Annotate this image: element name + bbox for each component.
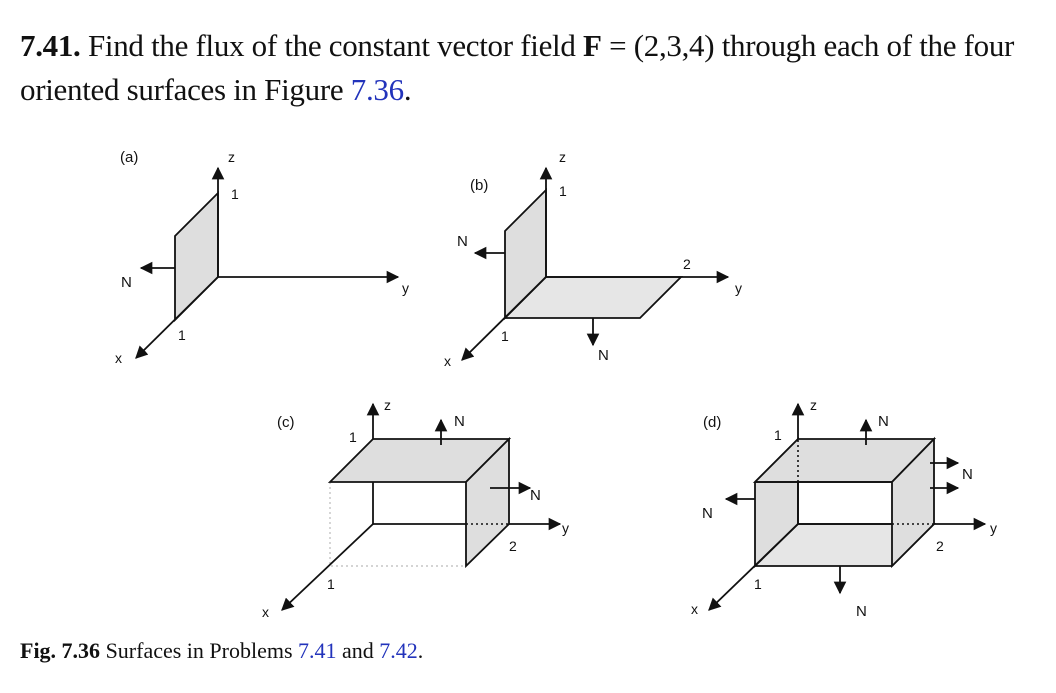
caption-label: Fig. 7.36 (20, 638, 101, 663)
panel-b-x-label: x (444, 353, 451, 369)
panel-d-normal-label-left: N (702, 505, 713, 522)
panel-c-normal-label-1: N (454, 413, 465, 430)
panel-a-x-label: x (115, 350, 122, 366)
panel-b-y-label: y (735, 280, 742, 296)
panel-b-tick-x: 1 (501, 328, 509, 344)
problem-statement: 7.41. Find the flux of the constant vect… (20, 28, 1015, 107)
panel-a-normal-label: N (121, 274, 132, 291)
panel-b-z-label: z (559, 149, 566, 165)
panel-b-tick-y: 2 (683, 256, 691, 272)
panel-c: (c) z y x 1 1 2 N N (262, 397, 569, 620)
panel-d: (d) z y x 1 1 2 N N N N (691, 397, 997, 620)
panel-c-tick-y: 2 (509, 538, 517, 554)
panel-b-normal-label-1: N (457, 233, 468, 250)
panel-d-z-label: z (810, 397, 817, 413)
panel-b-label: (b) (470, 177, 488, 194)
panel-a-z-label: z (228, 149, 235, 165)
panel-c-tick-x: 1 (327, 576, 335, 592)
panel-a-tick-x: 1 (178, 327, 186, 343)
panel-a-tick-z: 1 (231, 186, 239, 202)
panel-b: (b) z y x 1 1 2 N N (444, 149, 742, 369)
panel-d-tick-x: 1 (754, 576, 762, 592)
panel-c-y-label: y (562, 520, 569, 536)
field-symbol: F (583, 28, 602, 63)
panel-a-surface (174, 190, 219, 323)
panel-c-normal-label-2: N (530, 487, 541, 504)
caption-ref-link-2[interactable]: 7.42 (379, 638, 418, 663)
problem-number: 7.41. (20, 28, 81, 63)
panel-c-x-axis (281, 523, 374, 611)
panel-a: (a) z y x 1 1 N (115, 149, 409, 366)
panel-d-normal-label-right: N (962, 466, 973, 483)
panel-c-tick-z: 1 (349, 429, 357, 445)
panel-d-y-label: y (990, 520, 997, 536)
panel-a-label: (a) (120, 149, 138, 166)
panel-c-x-label: x (262, 604, 269, 620)
panel-d-normal-label-bottom: N (856, 603, 867, 620)
figure-caption: Fig. 7.36 Surfaces in Problems 7.41 and … (20, 638, 424, 663)
figure-ref-link[interactable]: 7.36 (350, 72, 404, 107)
panel-d-tick-z: 1 (774, 427, 782, 443)
panel-d-tick-y: 2 (936, 538, 944, 554)
field-value: = (2,3,4) through each of the four orien… (20, 28, 1015, 107)
panel-d-x-label: x (691, 601, 698, 617)
caption-ref-link-1[interactable]: 7.41 (298, 638, 337, 663)
panel-a-x-axis (135, 276, 219, 359)
caption-text: Surfaces in Problems (100, 638, 299, 663)
panel-c-z-label: z (384, 397, 391, 413)
panel-b-tick-z: 1 (559, 183, 567, 199)
panel-b-normal-label-2: N (598, 347, 609, 364)
panel-d-x-axis (708, 523, 799, 611)
panel-d-label: (d) (703, 414, 721, 431)
panel-d-normal-label-top: N (878, 413, 889, 430)
panel-b-x-axis (461, 276, 547, 361)
panel-a-y-label: y (402, 280, 409, 296)
panel-c-label: (c) (277, 414, 295, 431)
problem-text: Find the flux of the constant vector fie… (80, 28, 583, 63)
